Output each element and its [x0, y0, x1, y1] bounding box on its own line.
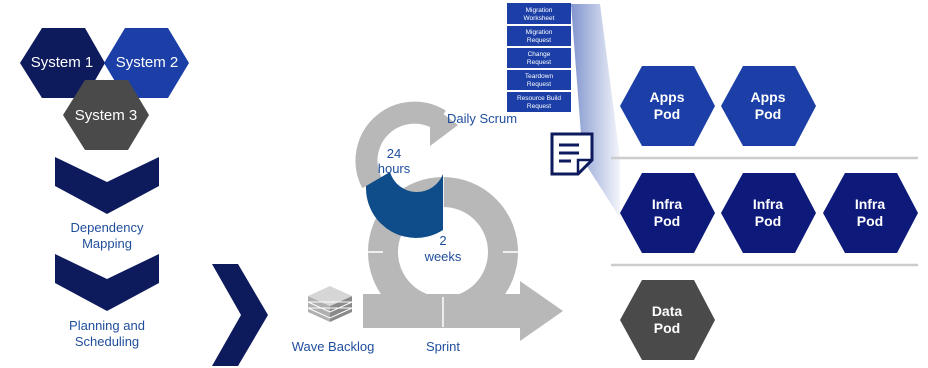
infra-pod-2-line2: Pod — [755, 213, 781, 229]
cycle-24-number: 24 — [387, 146, 401, 161]
doc-item-4-line1: Teardown — [525, 73, 554, 80]
doc-item-3-line1: Change — [528, 51, 551, 58]
cycle-24-unit: hours — [378, 161, 411, 176]
document-list — [507, 3, 571, 112]
planning-scheduling-line1: Planning and — [69, 318, 145, 333]
document-icon — [550, 132, 594, 176]
infra-pod-3-line2: Pod — [857, 213, 883, 229]
infra-pod — [620, 173, 715, 253]
system-1-label: System 1 — [31, 54, 94, 71]
chevron-down-icon — [55, 157, 159, 214]
doc-item-5-line1: Resource Build — [517, 95, 561, 102]
apps-pod-1-line2: Pod — [654, 106, 680, 122]
apps-pod — [620, 66, 715, 146]
data-pod-line2: Pod — [654, 320, 680, 336]
apps-pod-1-line1: Apps — [650, 89, 685, 105]
system-3-label: System 3 — [75, 107, 138, 124]
document-fan — [571, 4, 620, 218]
doc-item-4-line2: Request — [527, 81, 551, 88]
planning-scheduling-line2: Scheduling — [75, 334, 139, 349]
infra-pod — [721, 173, 816, 253]
dependency-mapping-line2: Mapping — [82, 236, 132, 251]
doc-item-1-line1: Migration — [526, 7, 553, 14]
infra-pod-2-line1: Infra — [753, 196, 784, 212]
infra-pod — [823, 173, 918, 253]
chevron-right-icon — [212, 264, 268, 366]
system-2-label: System 2 — [116, 54, 179, 71]
doc-item-5-line2: Request — [527, 103, 551, 110]
apps-pod — [721, 66, 816, 146]
infra-pod-1-line1: Infra — [652, 196, 683, 212]
apps-pod-2-line2: Pod — [755, 106, 781, 122]
chevron-down-icon — [55, 254, 159, 311]
apps-pod-2-line1: Apps — [751, 89, 786, 105]
doc-item-1-line2: Worksheet — [524, 15, 555, 22]
doc-item-2-line2: Request — [527, 37, 551, 44]
data-pod-line1: Data — [652, 303, 683, 319]
system-1-hex: System 1 — [20, 28, 105, 98]
infra-pod-1-line2: Pod — [654, 213, 680, 229]
backlog-stack-icon — [307, 286, 353, 322]
infra-pod-3-line1: Infra — [855, 196, 886, 212]
doc-item-2-line1: Migration — [526, 29, 553, 36]
daily-cycle-arc — [355, 101, 458, 238]
doc-item-3-line2: Request — [527, 59, 551, 66]
sprint-label: Sprint — [426, 339, 460, 354]
cycle-2-unit: weeks — [424, 249, 462, 264]
cycle-2-number: 2 — [439, 233, 446, 248]
dependency-mapping-line1: Dependency — [71, 220, 144, 235]
system-3-hex: System 3 — [63, 80, 149, 150]
daily-scrum-label: Daily Scrum — [447, 111, 517, 126]
data-pod — [620, 280, 715, 360]
wave-backlog-label: Wave Backlog — [292, 339, 375, 354]
